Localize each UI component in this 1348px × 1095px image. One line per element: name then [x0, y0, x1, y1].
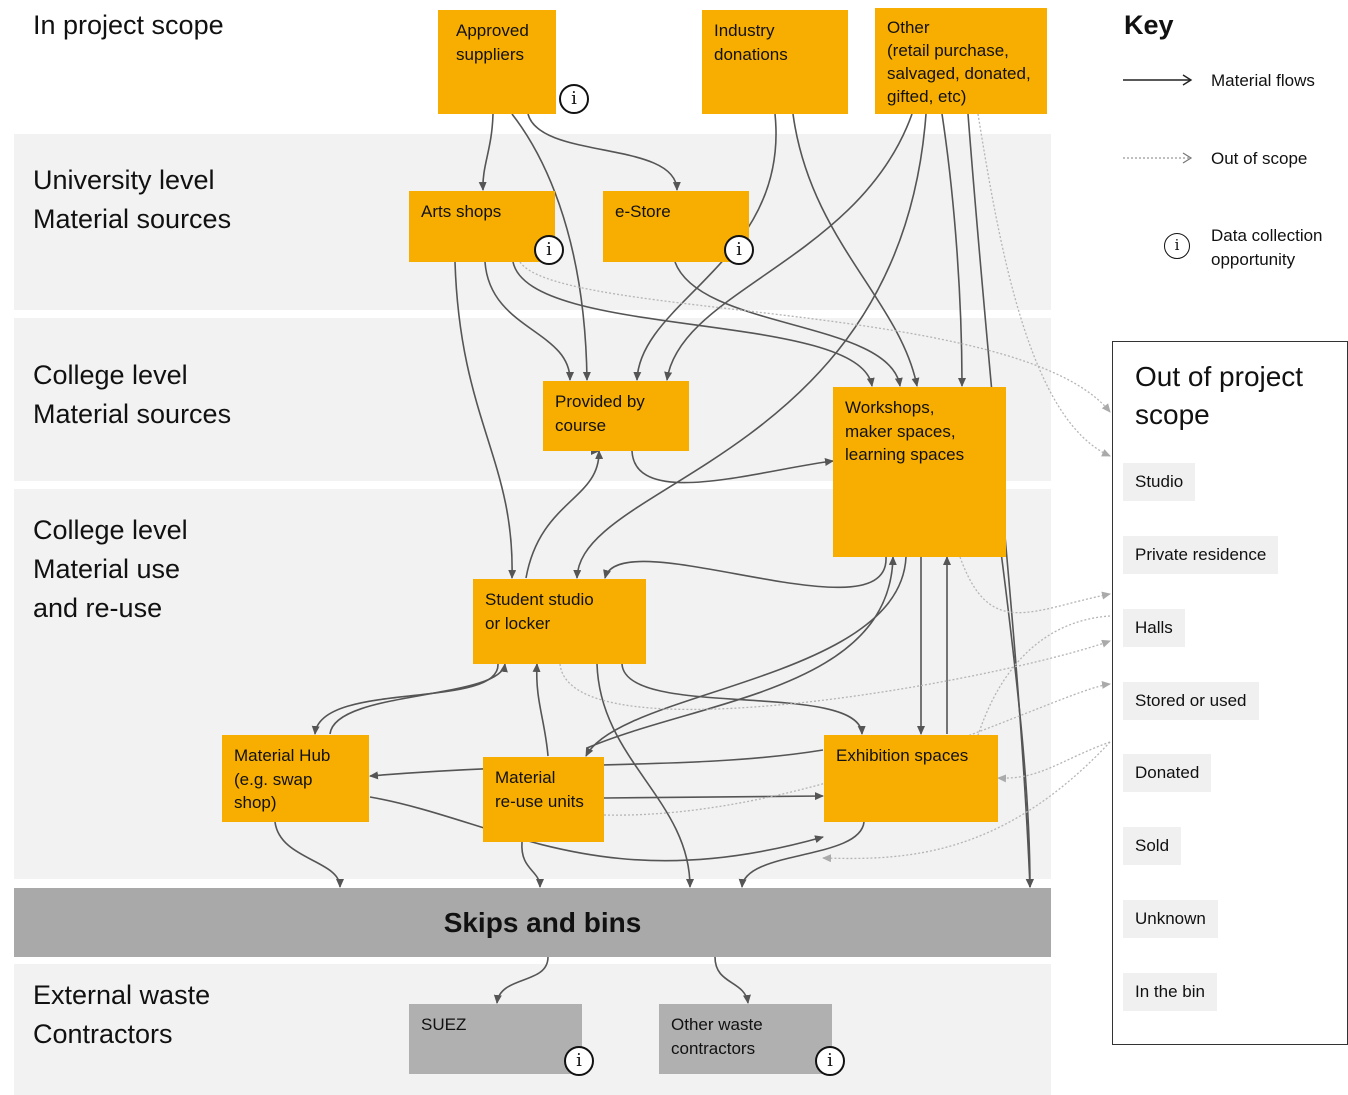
box-arts-shops: Arts shops: [409, 191, 555, 262]
key-material-flows: Material flows: [1211, 71, 1315, 90]
row-label-in-project-scope: In project scope: [33, 10, 224, 40]
box-suez: SUEZ: [409, 1004, 582, 1074]
info-icon: i: [564, 1046, 594, 1076]
key-solid-arrow-icon: [1123, 74, 1193, 86]
info-icon: i: [534, 235, 564, 265]
box-other-sources: Other(retail purchase,salvaged, donated,…: [875, 8, 1047, 114]
out-item-in-the-bin: In the bin: [1123, 973, 1217, 1011]
info-icon: i: [724, 235, 754, 265]
out-item-sold: Sold: [1123, 827, 1182, 865]
key-out-of-scope: Out of scope: [1211, 149, 1308, 168]
key-title: Key: [1124, 10, 1174, 40]
out-item-stored-or-used: Stored or used: [1123, 682, 1259, 720]
out-item-private-residence: Private residence: [1123, 536, 1279, 574]
box-workshops: Workshops,maker spaces,learning spaces: [833, 387, 1006, 557]
info-icon: i: [559, 84, 589, 114]
box-exhibition-spaces: Exhibition spaces: [824, 735, 998, 822]
out-item-donated: Donated: [1123, 754, 1212, 792]
info-icon: i: [815, 1046, 845, 1076]
skips-and-bins: Skips and bins: [14, 888, 1051, 957]
key-dotted-arrow-icon: [1123, 152, 1193, 164]
key-info-icon: i: [1164, 233, 1190, 259]
out-item-studio: Studio: [1123, 463, 1196, 501]
out-item-halls: Halls: [1123, 609, 1185, 647]
out-item-unknown: Unknown: [1123, 900, 1218, 938]
